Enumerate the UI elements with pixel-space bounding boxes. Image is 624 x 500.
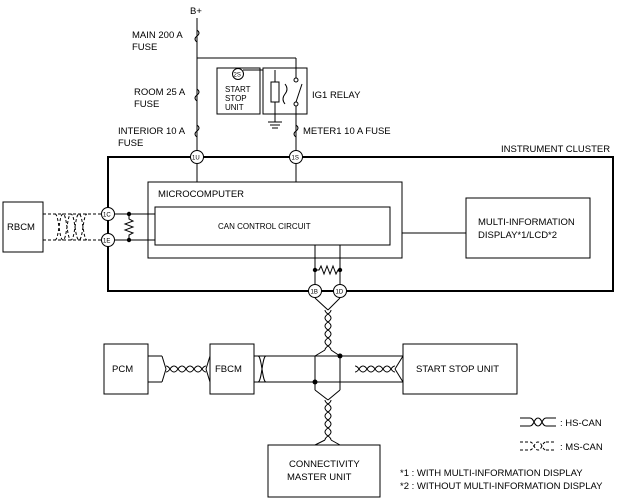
legend-hs-can-label: : HS-CAN	[560, 418, 602, 429]
hs-can-wire	[205, 355, 211, 370]
hs-can-wire	[330, 439, 341, 446]
terminal-1e-label: 1E	[103, 239, 110, 245]
room-fuse-label-2: FUSE	[134, 99, 159, 110]
hs-can-wire	[205, 368, 211, 383]
ms-can-twist-icon	[54, 213, 88, 241]
mid-label-2: DISPLAY*1/LCD*2	[478, 230, 557, 241]
note-2: *2 : WITHOUT MULTI-INFORMATION DISPLAY	[400, 481, 603, 492]
legend-ms-can-icon	[529, 441, 547, 451]
rbcm-box	[2, 201, 44, 253]
terminal-2s-label: 2S	[234, 73, 241, 79]
hs-can-wire	[314, 297, 329, 311]
hs-can-wire	[314, 349, 326, 357]
hs-can-twist-icon	[165, 365, 207, 373]
terminal-1s	[289, 150, 303, 164]
note-1: *1 : WITH MULTI-INFORMATION DISPLAY	[400, 468, 583, 479]
pcm-box	[103, 343, 149, 395]
connectivity-label-2: MASTER UNIT	[287, 472, 352, 483]
hs-can-wire	[394, 368, 404, 383]
terminal-1d-label: 1D	[336, 290, 344, 296]
ig1-relay-label: IG1 RELAY	[312, 90, 361, 101]
room-fuse-icon	[194, 88, 200, 102]
rbcm-label: RBCM	[7, 222, 35, 233]
pcm-label: PCM	[112, 364, 133, 375]
terminal-1b-label: 1B	[311, 290, 318, 296]
hs-can-wire	[161, 368, 167, 383]
hs-can-twist-icon	[354, 365, 396, 373]
terminal-2s	[232, 68, 244, 80]
connectivity-label-1: CONNECTIVITY	[289, 459, 360, 470]
start-stop-mini-label-2: STOP	[225, 94, 247, 103]
relay-diode-icon	[282, 83, 288, 105]
main-fuse-label-2: FUSE	[132, 42, 157, 53]
fbcm-box	[209, 343, 255, 395]
meter-fuse-label: METER1 10 A FUSE	[303, 126, 391, 137]
multi-information-display-box	[465, 197, 591, 259]
ms-can-twist-icon	[54, 213, 88, 241]
relay-contact-top-icon	[293, 77, 299, 83]
can-control-circuit-box	[154, 206, 391, 246]
meter-fuse-icon	[293, 124, 299, 138]
instrument-cluster-label: INSTRUMENT CLUSTER	[501, 144, 610, 155]
terminal-1u-label: 1U	[192, 156, 200, 162]
start-stop-mini-label-3: UNIT	[225, 103, 244, 112]
room-fuse-label-1: ROOM 25 A	[134, 87, 186, 98]
terminal-1b	[308, 284, 322, 298]
termination-resistor-bottom-icon	[315, 264, 340, 276]
mid-label-1: MULTI-INFORMATION	[478, 217, 575, 228]
interior-fuse-label-2: FUSE	[118, 138, 143, 149]
terminal-1c-label: 1C	[103, 213, 111, 219]
hs-can-wire	[314, 389, 329, 401]
terminal-1s-label: 1S	[292, 156, 299, 162]
legend-ms-can-label: : MS-CAN	[560, 442, 603, 453]
junction-dot	[337, 353, 343, 359]
termination-resistor-left-icon	[123, 214, 135, 240]
hs-can-wire	[394, 355, 404, 370]
relay-coil-icon	[270, 81, 280, 103]
main-fuse-label-1: MAIN 200 A	[132, 30, 183, 41]
hs-can-twist-icon	[257, 355, 267, 383]
interior-fuse-label-1: INTERIOR 10 A	[118, 126, 186, 137]
legend-hs-can-icon	[529, 417, 547, 427]
microcomputer-label: MICROCOMPUTER	[158, 189, 244, 200]
fbcm-label: FBCM	[215, 364, 242, 375]
hs-can-twist-icon	[324, 309, 332, 351]
hs-can-wire	[314, 439, 326, 446]
b-plus-label: B+	[190, 6, 202, 17]
hs-can-twist-icon	[324, 399, 332, 441]
ig1-relay-box	[262, 67, 308, 115]
interior-fuse-icon	[194, 124, 200, 138]
start-stop-mini-label-1: START	[225, 85, 251, 94]
hs-can-wire	[327, 389, 341, 401]
connectivity-master-unit-box	[267, 444, 381, 498]
start-stop-unit-label: START STOP UNIT	[416, 364, 499, 375]
relay-switch-icon	[295, 83, 303, 103]
terminal-1u	[190, 150, 204, 164]
hs-can-wire	[327, 297, 341, 311]
relay-contact-bottom-icon	[293, 101, 299, 107]
terminal-1d	[333, 284, 347, 298]
junction-dot	[312, 379, 318, 385]
hs-can-wire	[161, 355, 167, 370]
can-control-circuit-label: CAN CONTROL CIRCUIT	[218, 222, 311, 231]
main-fuse-icon	[194, 29, 200, 43]
start-stop-unit-box	[402, 343, 518, 395]
